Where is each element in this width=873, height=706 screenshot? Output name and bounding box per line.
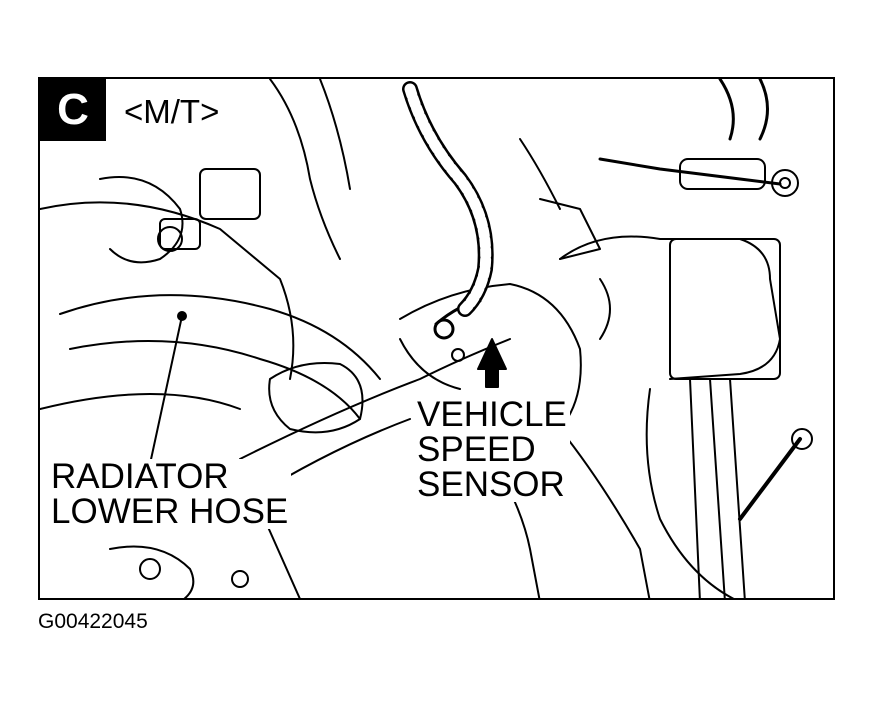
engine-bay-line-art bbox=[40, 79, 813, 598]
callout-line: RADIATOR bbox=[51, 457, 229, 496]
callout-line: VEHICLE bbox=[417, 395, 567, 434]
panel-letter-badge: C bbox=[40, 79, 106, 141]
transmission-variant-label: <M/T> bbox=[120, 95, 224, 128]
radiator-lower-hose-callout: RADIATOR LOWER HOSE bbox=[48, 457, 292, 531]
vehicle-speed-sensor-callout: VEHICLE SPEED SENSOR bbox=[414, 397, 570, 502]
callout-line: SPEED bbox=[417, 430, 536, 469]
callout-line: SENSOR bbox=[417, 465, 565, 504]
panel-letter: C bbox=[57, 85, 89, 134]
component-location-diagram: C <M/T> VEHICLE SPEED SENSOR RADIATOR LO… bbox=[38, 77, 835, 600]
figure-id: G00422045 bbox=[38, 610, 148, 633]
callout-line: LOWER HOSE bbox=[51, 492, 289, 531]
